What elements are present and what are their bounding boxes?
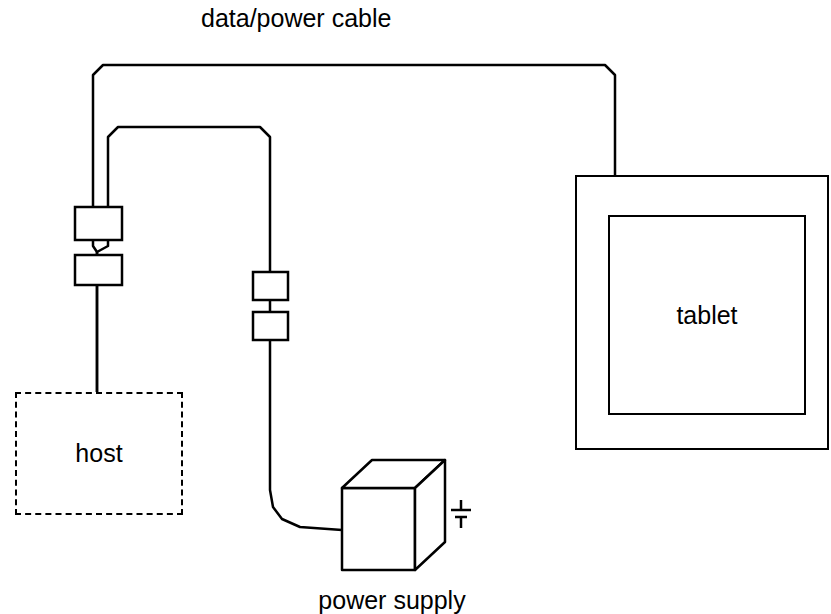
battery-symbol xyxy=(451,500,471,528)
cube-face xyxy=(415,460,445,570)
host-box: host xyxy=(15,392,183,515)
node-label: tablet xyxy=(676,301,737,330)
power-socket xyxy=(253,312,288,340)
cable xyxy=(97,127,342,530)
tablet-housing: tablet xyxy=(575,175,829,450)
node-label: host xyxy=(75,439,122,468)
power-supply-unit: power supply xyxy=(342,460,472,570)
power-plug xyxy=(253,272,288,300)
node-label: power supply xyxy=(277,586,507,614)
cube-face xyxy=(342,488,415,570)
power-supply-caption: power supply xyxy=(277,586,507,614)
power-supply-cube xyxy=(342,460,472,570)
cable-plug xyxy=(75,207,122,240)
tablet-screen: tablet xyxy=(608,215,806,415)
cable-label: data/power cable xyxy=(198,4,394,33)
host-socket xyxy=(75,255,122,285)
cable xyxy=(93,65,615,392)
